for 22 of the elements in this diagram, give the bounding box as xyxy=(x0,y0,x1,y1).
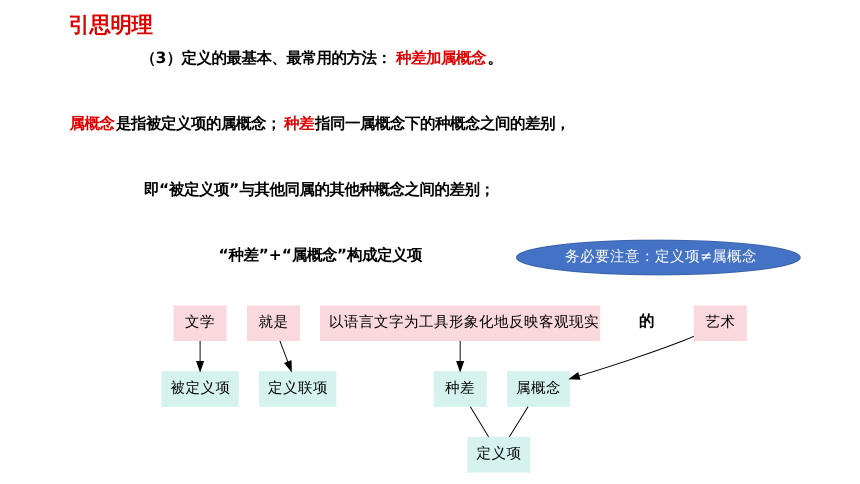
node-ellipse: 务必要注意：定义项≠属概念 xyxy=(516,240,800,276)
label: “种差”+“属概念”构成定义项 xyxy=(218,246,422,264)
node-box: 定义项 xyxy=(466,436,530,473)
arrow xyxy=(568,336,694,380)
node-box: 艺术 xyxy=(693,305,746,342)
node-box: 属概念 xyxy=(506,371,570,407)
node-box: 以语言文字为工具形象化地反映客观现实 xyxy=(319,305,600,342)
label: 即“被定义项”与其他同属的其他种概念之间的差别； xyxy=(144,180,494,198)
node-box: 文学 xyxy=(173,305,226,342)
label: 属概念是指被定义项的属概念；种差指同一属概念下的种概念之间的差别， xyxy=(69,114,570,133)
node-box: 种差 xyxy=(433,371,486,407)
label: 的 xyxy=(638,312,654,330)
node-box: 被定义项 xyxy=(160,371,238,407)
arrow xyxy=(278,340,292,372)
label: （3）定义的最基本、最常用的方法：种差加属概念。 xyxy=(140,48,502,67)
node-box: 定义联项 xyxy=(258,371,336,407)
arrow xyxy=(196,340,204,373)
arrow xyxy=(456,340,464,373)
connector xyxy=(469,406,489,438)
node-box: 就是 xyxy=(246,305,300,342)
connector xyxy=(508,406,528,438)
diagram-title: 引思明理 xyxy=(68,12,152,38)
